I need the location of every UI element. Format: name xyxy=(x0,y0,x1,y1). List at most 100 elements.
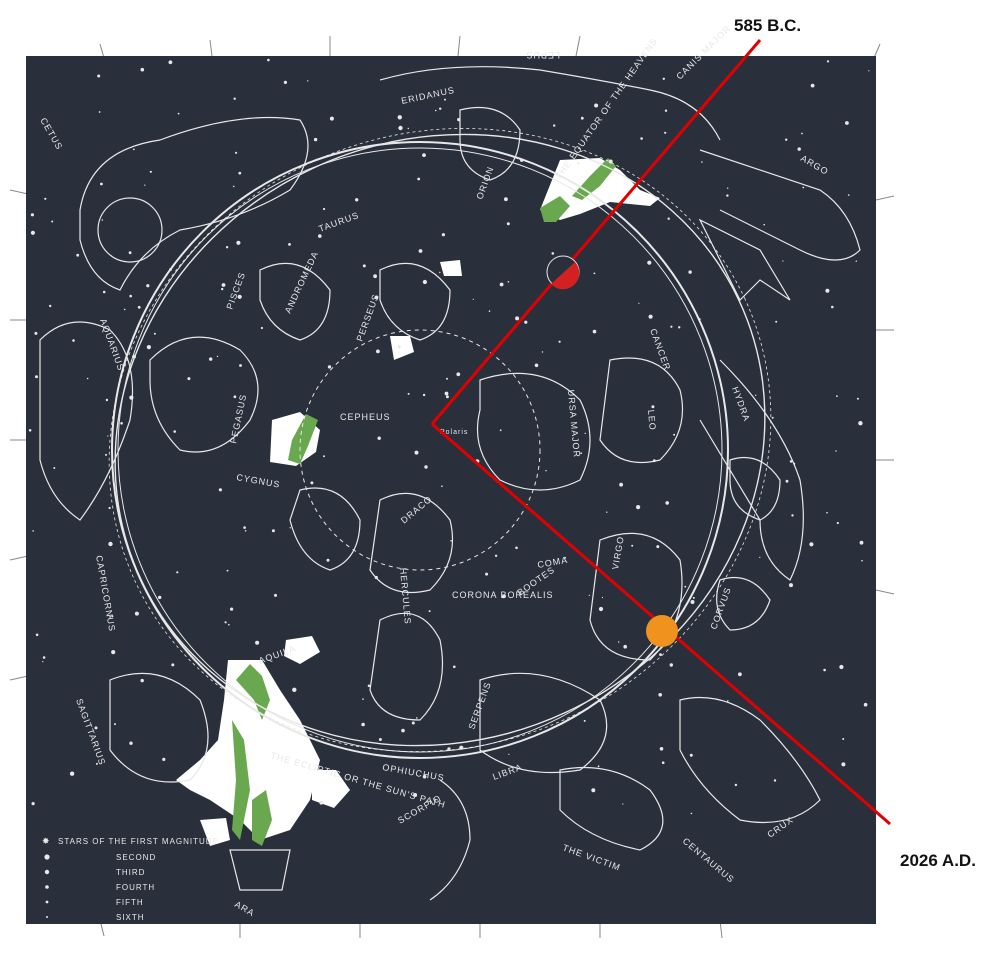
star xyxy=(292,687,297,692)
star xyxy=(289,527,291,529)
star xyxy=(123,308,126,311)
star xyxy=(407,127,409,130)
white-patches xyxy=(176,158,660,846)
star xyxy=(34,331,38,335)
star xyxy=(397,345,401,349)
star xyxy=(422,774,427,779)
star xyxy=(69,771,75,776)
star xyxy=(307,80,309,82)
star xyxy=(97,74,101,78)
star xyxy=(407,392,410,395)
star xyxy=(855,260,857,262)
star xyxy=(108,541,113,547)
star xyxy=(238,171,242,175)
star xyxy=(418,249,423,253)
annotation-top-date: 585 B.C. xyxy=(734,16,801,35)
star xyxy=(129,294,132,298)
star xyxy=(42,661,44,663)
star xyxy=(698,318,701,321)
star xyxy=(648,314,653,319)
star xyxy=(397,115,402,120)
star xyxy=(836,521,839,525)
star xyxy=(444,98,446,101)
star xyxy=(825,288,830,293)
legend-label: SECOND xyxy=(116,853,156,862)
star xyxy=(422,279,427,285)
star xyxy=(608,159,613,164)
star xyxy=(129,395,134,400)
star xyxy=(656,545,660,549)
star xyxy=(323,455,325,458)
star xyxy=(727,700,729,702)
star xyxy=(35,375,38,379)
star xyxy=(659,747,664,751)
star xyxy=(318,234,322,238)
star xyxy=(673,433,676,436)
star xyxy=(230,607,234,611)
legend-item: FOURTH xyxy=(45,883,155,892)
star xyxy=(727,187,729,189)
star xyxy=(791,514,794,517)
star xyxy=(858,421,863,426)
star xyxy=(826,60,830,63)
star xyxy=(545,470,547,472)
star xyxy=(640,137,643,140)
star xyxy=(162,757,166,762)
star xyxy=(558,340,561,343)
star xyxy=(664,131,667,134)
star xyxy=(243,526,246,529)
star xyxy=(441,233,445,237)
star xyxy=(255,640,260,645)
star xyxy=(176,571,179,574)
star xyxy=(845,121,849,125)
star xyxy=(108,506,111,510)
star xyxy=(218,488,222,492)
star xyxy=(601,596,604,599)
star xyxy=(140,67,145,72)
svg-text:✸: ✸ xyxy=(42,836,51,846)
legend-item: SECOND xyxy=(44,853,156,862)
star xyxy=(177,112,180,115)
star xyxy=(763,223,765,226)
legend-label: FOURTH xyxy=(116,883,155,892)
annotation-bottom-date: 2026 A.D. xyxy=(900,851,976,870)
star xyxy=(446,377,448,380)
star xyxy=(494,554,498,557)
star xyxy=(416,717,418,719)
star xyxy=(171,663,175,667)
star xyxy=(362,698,364,700)
star xyxy=(422,393,426,397)
star xyxy=(133,148,135,151)
star xyxy=(111,650,116,655)
star xyxy=(232,185,235,188)
legend-item: ✸ STARS OF THE FIRST MAGNITUDE xyxy=(42,836,218,846)
star xyxy=(638,302,640,304)
star xyxy=(847,194,850,196)
marker-585bc xyxy=(546,255,580,290)
star xyxy=(120,422,123,425)
star xyxy=(447,747,451,751)
star xyxy=(169,268,173,271)
star xyxy=(31,802,35,806)
star xyxy=(692,596,695,599)
star xyxy=(836,395,838,397)
star xyxy=(826,511,828,514)
star xyxy=(274,593,277,597)
star xyxy=(658,693,662,697)
star xyxy=(553,124,556,127)
star xyxy=(508,753,510,756)
ecliptic-ellipse xyxy=(114,133,766,747)
star xyxy=(810,83,815,88)
star xyxy=(591,788,596,793)
star xyxy=(485,572,489,576)
star xyxy=(323,207,326,211)
star xyxy=(534,363,539,368)
star xyxy=(622,803,624,805)
star xyxy=(839,664,844,670)
star xyxy=(373,274,377,279)
star xyxy=(225,246,229,249)
pointer-line-top xyxy=(430,39,762,425)
star xyxy=(868,70,870,72)
celestial-circles xyxy=(108,128,772,759)
legend-label: SIXTH xyxy=(116,913,145,922)
